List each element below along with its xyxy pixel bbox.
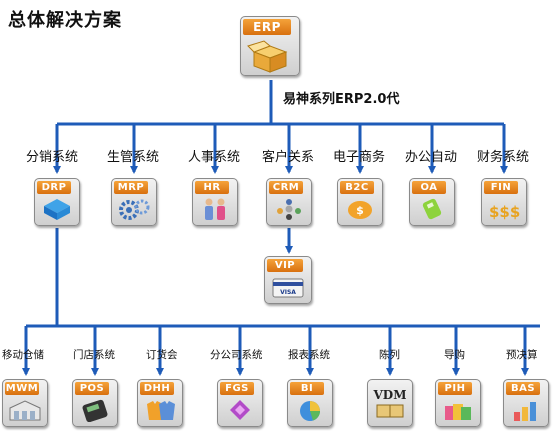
b2c-module-icon[interactable]: B2C $: [337, 178, 383, 226]
pos-tag: POS: [75, 382, 109, 395]
card-icon: VISA: [270, 275, 306, 299]
label-oa: 办公自动: [405, 150, 458, 165]
svg-text:$$$: $$$: [489, 203, 520, 221]
label-pos: 门店系统: [73, 349, 115, 361]
label-bas: 预决算: [506, 349, 538, 361]
pih-module-icon[interactable]: PIH: [435, 379, 481, 427]
mrp-tag: MRP: [114, 181, 148, 194]
label-vdm: 陈列: [379, 349, 400, 361]
bas-tag: BAS: [506, 382, 540, 395]
vdm-icon: VDM: [373, 383, 407, 422]
pie-chart-icon: [293, 398, 327, 422]
label-pih: 导购: [444, 349, 465, 361]
label-hr: 人事系统: [188, 150, 241, 165]
ecommerce-icon: $: [343, 197, 377, 221]
label-mrp: 生管系统: [107, 150, 160, 165]
label-drp: 分销系统: [26, 150, 79, 165]
shopping-bags-icon: [441, 398, 475, 422]
erp-module-icon[interactable]: ERP: [240, 16, 300, 76]
dhh-module-icon[interactable]: DHH: [137, 379, 183, 427]
pos-terminal-icon: [78, 398, 112, 423]
drp-tag: DRP: [37, 181, 71, 194]
bi-tag: BI: [290, 382, 324, 395]
drp-icon: [40, 197, 74, 221]
label-mwm: 移动仓储: [2, 349, 44, 361]
bi-module-icon[interactable]: BI: [287, 379, 333, 427]
clothes-icon: [143, 398, 177, 422]
crm-icon: [272, 197, 306, 221]
fin-module-icon[interactable]: FIN $$$: [481, 178, 527, 226]
mrp-module-icon[interactable]: MRP: [111, 178, 157, 226]
pos-module-icon[interactable]: POS: [72, 379, 118, 427]
oa-tag: OA: [412, 181, 446, 194]
pih-tag: PIH: [438, 382, 472, 395]
hr-tag: HR: [195, 181, 229, 194]
money-icon: $$$: [487, 197, 521, 221]
gears-icon: [117, 197, 151, 221]
bar-chart-icon: [509, 398, 543, 422]
label-dhh: 订货会: [146, 349, 178, 361]
drp-module-icon[interactable]: DRP: [34, 178, 80, 226]
crm-module-icon[interactable]: CRM: [266, 178, 312, 226]
mwm-module-icon[interactable]: MWM: [2, 379, 48, 427]
hr-module-icon[interactable]: HR: [192, 178, 238, 226]
crm-tag: CRM: [269, 181, 303, 194]
svg-text:VDM: VDM: [373, 388, 407, 402]
label-b2c: 电子商务: [333, 150, 386, 165]
people-icon: [198, 197, 232, 221]
svg-text:$: $: [356, 204, 364, 217]
oa-module-icon[interactable]: OA: [409, 178, 455, 226]
svg-text:VISA: VISA: [280, 289, 296, 296]
label-crm: 客户关系: [262, 150, 315, 165]
vip-module-icon[interactable]: VIP VISA: [264, 256, 312, 304]
office-icon: [415, 197, 449, 221]
label-fin: 财务系统: [477, 150, 530, 165]
box-icon: [246, 38, 294, 73]
label-bi: 报表系统: [288, 349, 330, 361]
vip-tag: VIP: [267, 259, 303, 272]
fgs-tag: FGS: [220, 382, 254, 395]
vdm-module-icon[interactable]: VDM: [367, 379, 413, 427]
mwm-tag: MWM: [5, 382, 39, 395]
fin-tag: FIN: [484, 181, 518, 194]
branch-icon: [223, 398, 257, 422]
page-title: 总体解决方案: [8, 10, 122, 31]
b2c-tag: B2C: [340, 181, 374, 194]
bas-module-icon[interactable]: BAS: [503, 379, 549, 427]
erp-caption: 易神系列ERP2.0代: [283, 92, 400, 107]
erp-tag: ERP: [243, 19, 291, 35]
warehouse-icon: [8, 398, 42, 422]
label-fgs: 分公司系统: [210, 349, 263, 361]
fgs-module-icon[interactable]: FGS: [217, 379, 263, 427]
dhh-tag: DHH: [140, 382, 174, 395]
